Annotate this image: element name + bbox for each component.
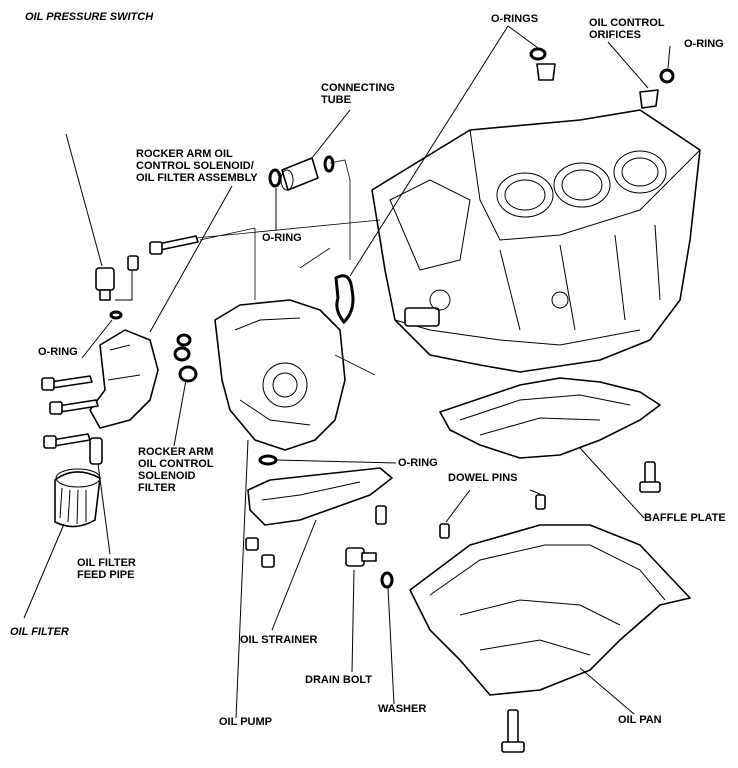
label-o-ring-top-right: O-RING	[684, 38, 724, 50]
label-oil-pump: OIL PUMP	[219, 716, 272, 728]
label-oil-control-orifices-line1: OIL CONTROL	[589, 17, 665, 29]
oil-pan	[409, 524, 691, 696]
label-rocker-filter-line3: SOLENOID	[138, 470, 196, 482]
label-o-ring-tube: O-RING	[262, 232, 302, 244]
label-oil-pressure-switch: OIL PRESSURE SWITCH	[25, 11, 154, 23]
oil-control-orifices	[536, 63, 659, 109]
label-oil-pan: OIL PAN	[618, 714, 662, 726]
label-dowel-pins: DOWEL PINS	[448, 472, 518, 484]
label-rocker-filter-line1: ROCKER ARM	[138, 446, 214, 458]
label-baffle-plate: BAFFLE PLATE	[644, 512, 726, 524]
dowel-pins	[439, 494, 546, 539]
label-oil-control-orifices-line2: ORIFICES	[589, 29, 641, 41]
label-rocker-filter-line4: FILTER	[138, 482, 176, 494]
label-oil-filter: OIL FILTER	[10, 626, 69, 638]
label-rocker-filter-line2: OIL CONTROL	[138, 458, 214, 470]
oil-strainer	[247, 467, 393, 526]
bolts	[41, 235, 661, 753]
label-connecting-tube-line2: TUBE	[321, 94, 351, 106]
leader-lines	[23, 25, 671, 719]
oil-filter	[54, 468, 101, 528]
label-o-ring-pump: O-RING	[398, 457, 438, 469]
label-o-rings: O-RINGS	[491, 13, 539, 25]
baffle-plate	[439, 377, 661, 459]
oil-pressure-switch	[95, 255, 139, 301]
drain-bolt	[345, 547, 377, 567]
label-oil-filter-feed-line2: FEED PIPE	[77, 569, 135, 581]
label-oil-filter-feed-line1: OIL FILTER	[77, 557, 136, 569]
label-rocker-assembly-line3: OIL FILTER ASSEMBLY	[136, 172, 258, 184]
washer	[380, 571, 394, 589]
label-o-ring-left: O-RING	[38, 346, 78, 358]
connecting-tube	[280, 157, 319, 191]
oil-filter-feed-pipe	[89, 437, 103, 465]
engine-block	[371, 109, 701, 373]
label-oil-strainer: OIL STRAINER	[240, 634, 318, 646]
rocker-arm-oil-control-solenoid-assembly	[89, 329, 159, 429]
label-rocker-assembly-line1: ROCKER ARM OIL	[136, 148, 233, 160]
label-washer: WASHER	[378, 703, 427, 715]
label-rocker-assembly-line2: CONTROL SOLENOID/	[136, 160, 254, 172]
label-connecting-tube-line1: CONNECTING	[321, 82, 395, 94]
oil-pump	[214, 299, 346, 451]
label-drain-bolt: DRAIN BOLT	[305, 674, 373, 686]
